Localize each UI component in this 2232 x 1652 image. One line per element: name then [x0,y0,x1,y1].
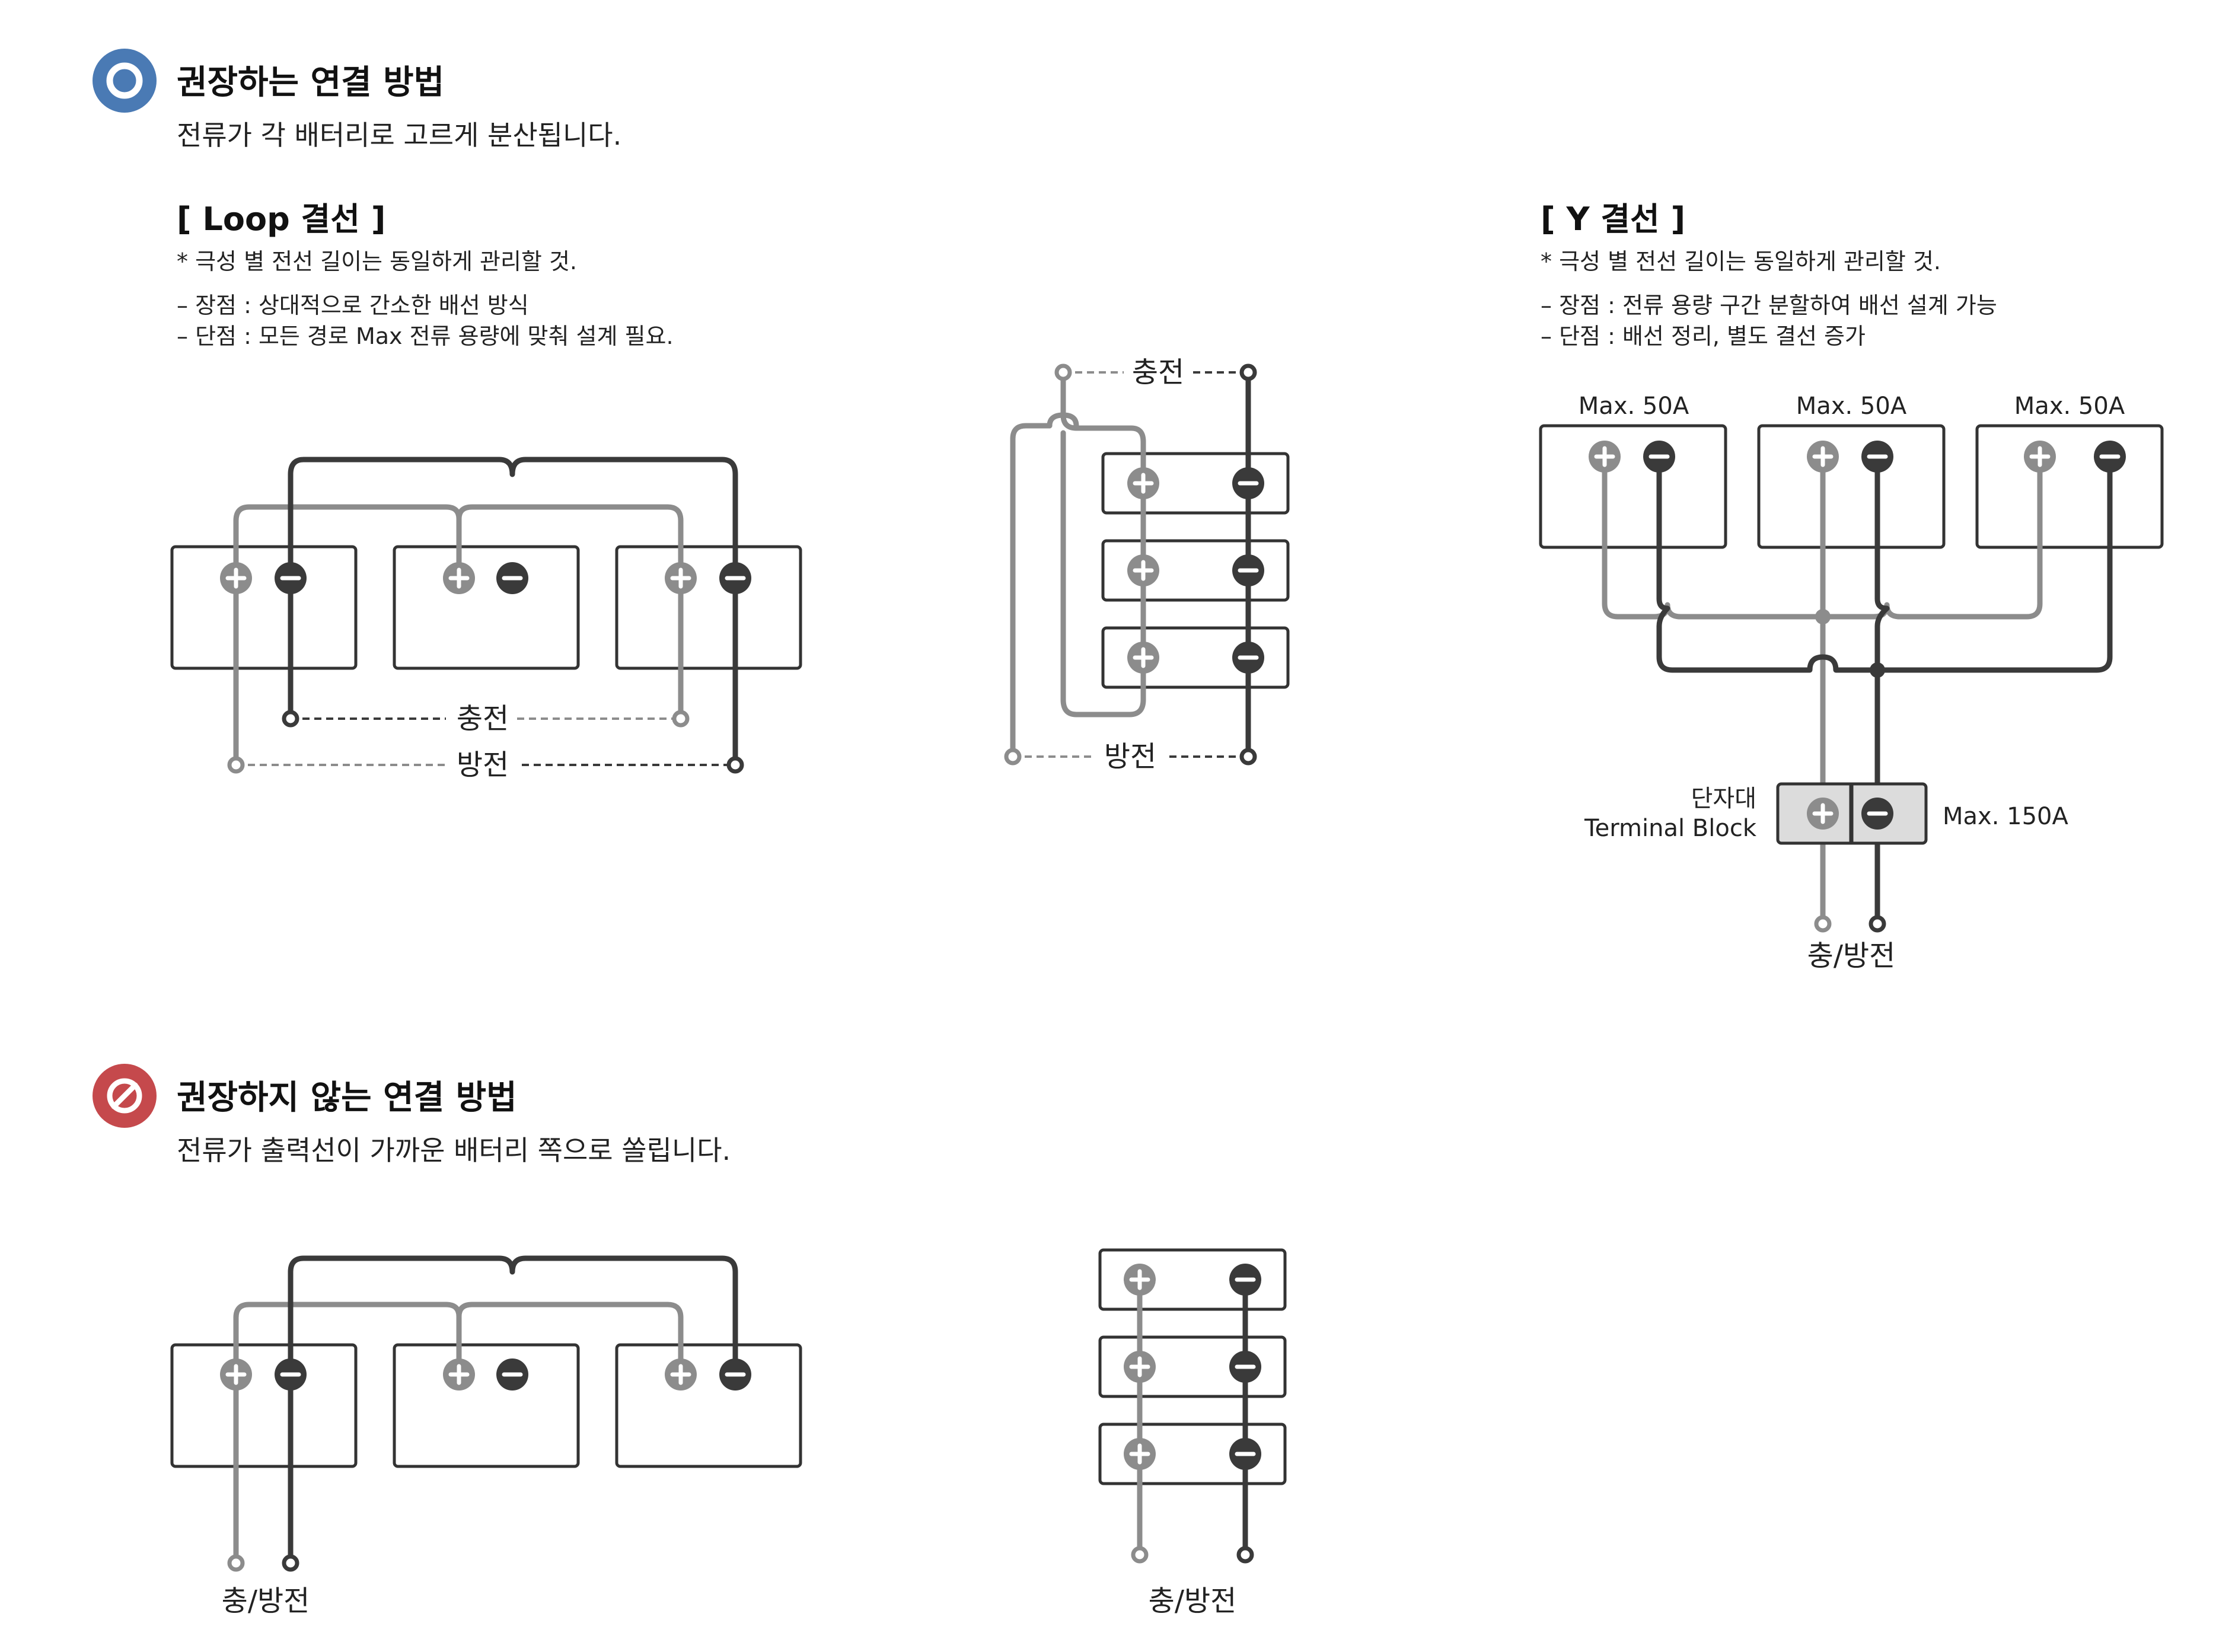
loop-pro: – 장점 : 상대적으로 간소한 배선 방식 [177,292,529,318]
minus-icon [1229,1351,1261,1383]
bad-horizontal-diagram: 충/방전 [170,1255,802,1618]
minus-icon [496,1358,528,1391]
minus-icon [1229,1264,1261,1296]
loop-con: – 단점 : 모든 경로 Max 전류 용량에 맞춰 설계 필요. [177,323,674,349]
battery-box [615,1343,802,1468]
plus-icon [1127,554,1159,586]
loop-v-charge-label: 충전 [1132,356,1184,389]
recommended-icon [93,49,157,113]
minus-icon [1229,1438,1261,1470]
max-label: Max. 50A [1579,393,1689,420]
plus-icon [665,562,697,594]
battery-box [1975,424,2164,549]
not-recommended-title: 권장하지 않는 연결 방법 [177,1079,517,1117]
max-label: Max. 50A [2014,393,2125,420]
terminal-block-ko: 단자대 [1691,785,1756,812]
battery-box [1098,1423,1287,1485]
minus-icon [1232,467,1264,499]
not-recommended-subtitle: 전류가 출력선이 가까운 배터리 쪽으로 쏠립니다. [177,1134,731,1166]
terminal-block-en: Terminal Block [1584,815,1757,842]
plus-icon [1127,467,1159,499]
y-con: – 단점 : 배선 정리, 별도 결선 증가 [1541,323,1866,349]
y-title: [ Y 결선 ] [1541,200,1685,238]
minus-icon [1232,554,1264,586]
minus-icon [1861,441,1893,473]
not-recommended-icon [93,1064,157,1128]
battery-box [393,545,580,670]
minus-icon [275,1358,307,1391]
y-pro: – 장점 : 전류 용량 구간 분할하여 배선 설계 가능 [1541,292,1997,318]
y-note: * 극성 별 전선 길이는 동일하게 관리할 것. [1541,248,1941,275]
plus-icon [220,562,252,594]
battery-box [170,545,358,670]
battery-box [1098,1335,1287,1398]
minus-icon [2094,441,2126,473]
plus-icon [1807,441,1839,473]
max-label: Max. 50A [1796,393,1907,420]
y-output-label: 충/방전 [1807,939,1896,972]
battery-box [615,545,802,670]
minus-icon [719,562,751,594]
battery-box [170,1343,358,1468]
bad-h-output-label: 충/방전 [222,1584,310,1618]
loop-vertical-diagram: 충전 방전 [1004,356,1290,773]
plus-icon [443,562,475,594]
recommended-subtitle: 전류가 각 배터리로 고르게 분산됩니다. [177,119,621,151]
loop-v-discharge-label: 방전 [1104,740,1156,773]
battery-box [1098,1248,1287,1311]
plus-icon [1807,798,1839,830]
loop-discharge-label: 방전 [457,748,509,782]
battery-box [1539,424,1727,549]
loop-charge-label: 충전 [457,702,509,735]
minus-icon [496,562,528,594]
loop-horizontal-diagram: 충전 방전 [170,457,802,782]
plus-icon [1589,441,1621,473]
recommended-title: 권장하는 연결 방법 [177,63,444,102]
plus-icon [1124,1264,1156,1296]
bad-v-output-label: 충/방전 [1149,1584,1237,1618]
plus-icon [220,1358,252,1391]
minus-icon [275,562,307,594]
minus-icon [719,1358,751,1391]
plus-icon [2024,441,2056,473]
plus-icon [1124,1438,1156,1470]
y-diagram: Max. 50A Max. 50A Max. 50A 단자대 Terminal … [1539,393,2164,972]
minus-icon [1643,441,1675,473]
battery-box [393,1343,580,1468]
bad-vertical-diagram: 충/방전 [1098,1248,1287,1618]
minus-icon [1232,642,1264,674]
plus-icon [665,1358,697,1391]
plus-icon [1124,1351,1156,1383]
plus-icon [443,1358,475,1391]
plus-icon [1127,642,1159,674]
minus-icon [1861,798,1893,830]
battery-box [1757,424,1946,549]
loop-note: * 극성 별 전선 길이는 동일하게 관리할 것. [177,248,577,275]
loop-title: [ Loop 결선 ] [177,200,385,238]
terminal-block-max: Max. 150A [1943,803,2068,830]
